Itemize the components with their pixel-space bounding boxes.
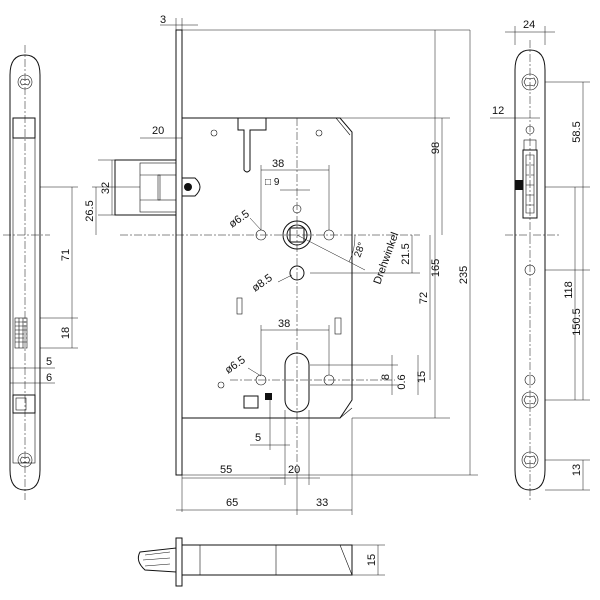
- dim-3: 3: [160, 14, 166, 26]
- dim-235: 235: [458, 266, 470, 284]
- dim-38-top: 38: [272, 158, 284, 170]
- dim-55: 55: [220, 464, 232, 476]
- dim-38-mid: 38: [278, 318, 290, 330]
- dim-dia-6-5-mid: ø6.5: [223, 354, 248, 376]
- lock-body: [114, 29, 420, 476]
- main-dimensions: 3 20 32 26.5 38 □ 9 ø6.5 28° Drehwinkel …: [84, 14, 478, 515]
- dim-26-5: 26.5: [84, 200, 96, 221]
- dim-0-6: 0.6: [396, 374, 408, 389]
- dim-12: 12: [492, 105, 504, 117]
- dim-8: 8: [380, 374, 392, 380]
- dim-15-mid: 15: [416, 371, 428, 383]
- label-drehwinkel: Drehwinkel: [372, 231, 402, 286]
- dim-165: 165: [430, 259, 442, 277]
- dim-98: 98: [430, 142, 442, 154]
- screw-mid-right-icon: [521, 391, 539, 409]
- dim-118: 118: [563, 281, 575, 299]
- screw-bottom-right-icon: [521, 451, 539, 469]
- left-dimensions: 71 18 5 6: [10, 186, 78, 384]
- dim-150-5: 150.5: [571, 308, 583, 336]
- right-dimensions: 24 12 58.5 118 150.5 13: [490, 19, 590, 491]
- dim-6-left: 6: [46, 372, 52, 384]
- dim-dia-8-5: ø8.5: [250, 272, 275, 294]
- dim-21-5: 21.5: [400, 243, 412, 264]
- dim-dia-6-5-top: ø6.5: [227, 208, 252, 230]
- dim-33: 33: [316, 497, 328, 509]
- dim-5-bottom: 5: [255, 432, 261, 444]
- right-faceplate: [505, 40, 560, 500]
- dim-58-5: 58.5: [571, 121, 583, 142]
- dim-65: 65: [226, 497, 238, 509]
- left-faceplate: [3, 45, 50, 500]
- dim-20-bottom: 20: [288, 464, 300, 476]
- dim-24: 24: [523, 19, 535, 31]
- dim-5-left: 5: [46, 356, 52, 368]
- dim-32: 32: [100, 182, 112, 194]
- dim-71: 71: [60, 249, 72, 261]
- dim-18: 18: [60, 327, 72, 339]
- dim-13: 13: [571, 464, 583, 476]
- screw-top-right-icon: [521, 73, 539, 91]
- bottom-view: 15: [137, 537, 385, 587]
- dim-20-top: 20: [152, 125, 164, 137]
- dim-72: 72: [418, 292, 430, 304]
- dim-15-bottom: 15: [366, 554, 378, 566]
- dim-angle-28: 28°: [352, 241, 368, 259]
- dim-square-9: □ 9: [265, 177, 280, 188]
